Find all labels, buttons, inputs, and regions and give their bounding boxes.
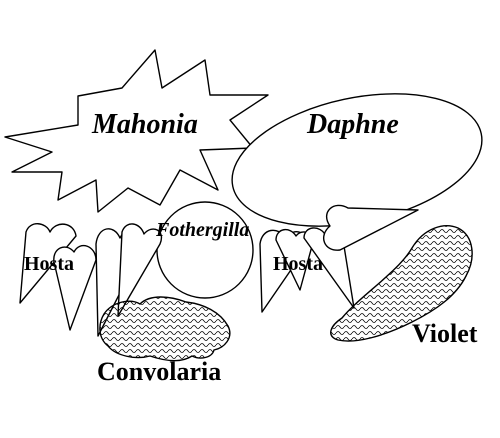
label-hosta-right: Hosta — [273, 253, 323, 275]
hosta-leaf-daphne — [322, 204, 419, 251]
mahonia-shape — [4, 49, 269, 213]
label-hosta-left: Hosta — [24, 253, 74, 275]
label-daphne: Daphne — [306, 109, 399, 140]
label-fothergilla: Fothergilla — [155, 219, 249, 241]
label-violet: Violet — [412, 319, 478, 348]
label-mahonia: Mahonia — [91, 109, 198, 140]
hosta-right-shape — [259, 227, 355, 313]
violet-shape — [330, 225, 473, 342]
hosta-left-shape — [19, 223, 163, 337]
label-convolaria: Convolaria — [97, 357, 221, 386]
fothergilla-shape — [156, 201, 254, 299]
convolaria-shape — [99, 296, 231, 362]
